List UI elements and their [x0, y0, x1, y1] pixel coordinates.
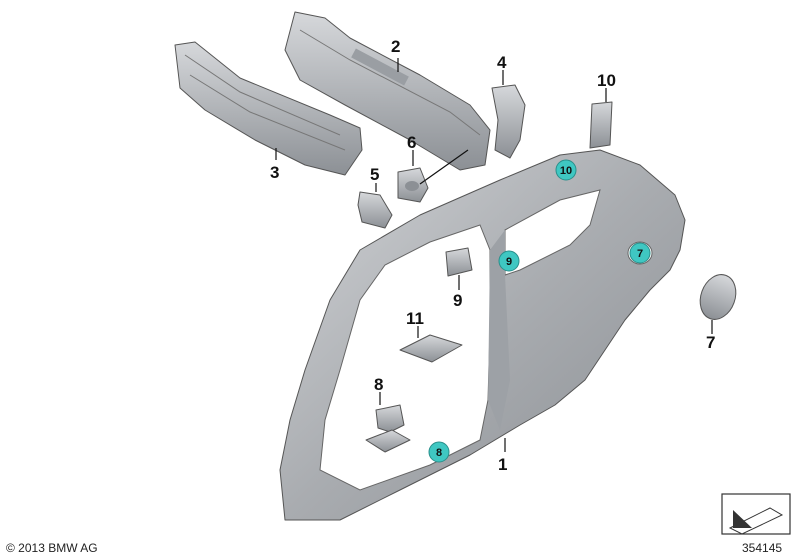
callout-8: 8: [374, 375, 383, 394]
callout-3: 3: [270, 163, 279, 182]
part-3-rail: [174, 41, 363, 176]
part-11-pad: [399, 334, 463, 363]
part-1-side-frame: [279, 149, 686, 521]
badge-7: 7: [637, 248, 643, 260]
part-4-bracket: [491, 84, 526, 159]
badge-10: 10: [560, 165, 572, 177]
part-8-bracket: [365, 404, 411, 453]
diagram-number: 354145: [742, 541, 782, 555]
callout-5: 5: [370, 165, 379, 184]
copyright-text: © 2013 BMW AG: [6, 541, 98, 555]
part-7-fuel-flap: [699, 274, 737, 320]
callout-10: 10: [597, 71, 616, 90]
callout-6: 6: [407, 133, 416, 152]
badge-9: 9: [506, 256, 512, 268]
callout-7: 7: [706, 333, 715, 352]
badges: 10 9 7 8: [428, 159, 651, 463]
badge-8: 8: [436, 447, 442, 459]
callouts: 1 2 3 4 5 6 7 8 9 10 11: [270, 37, 715, 474]
part-10-reinforcement: [589, 101, 613, 149]
callout-11: 11: [406, 309, 424, 328]
part-6-plate: [397, 167, 429, 203]
part-2-rail: [284, 11, 491, 171]
callout-9: 9: [453, 291, 462, 310]
view-orientation-icon: [721, 493, 791, 535]
leader-lines: [275, 58, 713, 452]
part-9-bracket: [445, 247, 473, 277]
callout-1: 1: [498, 455, 507, 474]
callout-2: 2: [391, 37, 400, 56]
callout-4: 4: [497, 53, 507, 72]
part-5-bracket: [357, 191, 393, 229]
